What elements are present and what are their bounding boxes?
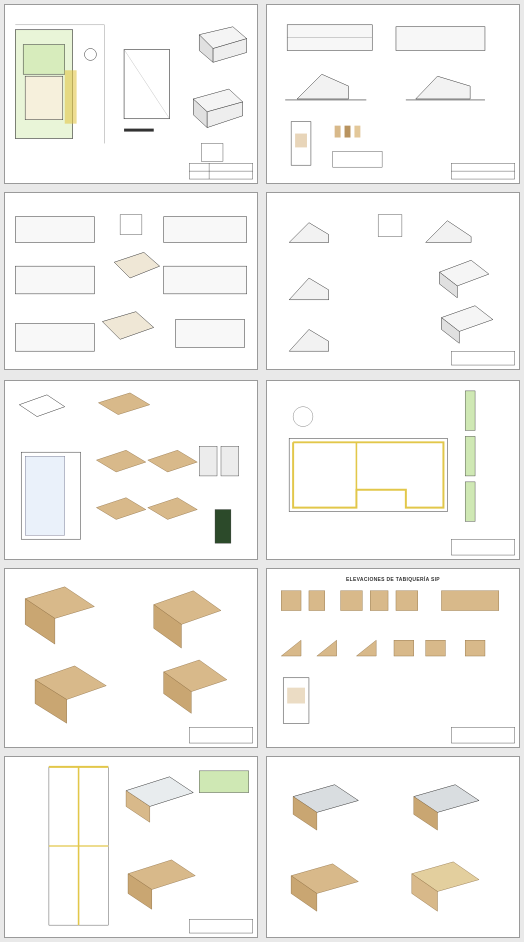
sheet-10-drawing (290, 784, 480, 912)
sheet-10-renders[interactable] (266, 756, 520, 938)
sheet-4-sections-iso[interactable] (266, 192, 520, 370)
sheet-9-roof-plan[interactable] (4, 756, 258, 938)
sheet-2-drawing (285, 24, 515, 180)
sheet-5-drawing (18, 392, 239, 544)
sheet-8-sip-wall-elevations[interactable]: ELEVACIONES DE TABIQUERÍA SIP (266, 568, 520, 748)
sheet-6-drawing (288, 390, 515, 556)
sheet-4-drawing (288, 214, 515, 366)
sheet-3-drawing (15, 214, 247, 352)
sheet-3-sections[interactable] (4, 192, 258, 370)
sheet-1-plans-and-isometric[interactable] (4, 4, 258, 184)
sheet-2-elevations[interactable] (266, 4, 520, 184)
sheet-7-sip-isometrics[interactable] (4, 568, 258, 748)
sheet-5-foundation-panels[interactable] (4, 380, 258, 560)
sheet-1-drawing (15, 24, 253, 180)
sheet-9-drawing (48, 765, 253, 934)
sheet-8-drawing (280, 590, 515, 744)
sheet-7-drawing (24, 586, 253, 744)
sheet-6-floor-plan[interactable] (266, 380, 520, 560)
sheet-8-heading: ELEVACIONES DE TABIQUERÍA SIP (346, 577, 440, 583)
